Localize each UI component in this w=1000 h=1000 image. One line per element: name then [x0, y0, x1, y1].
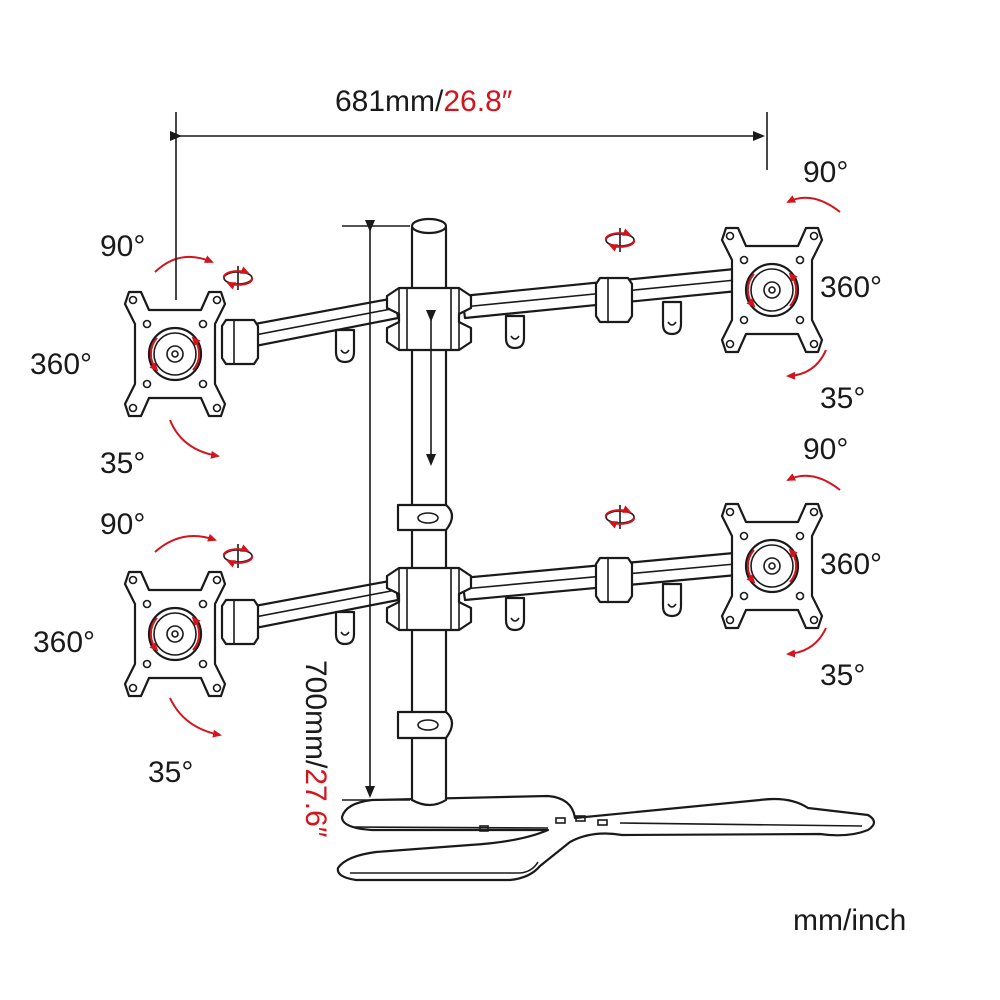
height-mm: 700mm/	[299, 660, 332, 769]
width-dimension-line	[170, 112, 768, 300]
rotate-label-bl: 360°	[33, 626, 96, 659]
tilt-up-label-br: 90°	[803, 433, 849, 466]
tilt-down-label-bl: 35°	[148, 756, 194, 789]
tilt-down-label-br: 35°	[820, 659, 866, 692]
width-dimension-label: 681mm/26.8″	[335, 87, 512, 117]
rotate-label-br: 360°	[820, 548, 883, 581]
vesa-plate-bottom-right	[720, 502, 824, 630]
vesa-plate-top-left	[123, 290, 227, 418]
width-inch: 26.8″	[443, 85, 513, 118]
pole-cable-clip-upper	[396, 503, 454, 532]
height-dimension-line	[342, 220, 410, 801]
tilt-down-label-tr: 35°	[820, 382, 866, 415]
width-mm: 681mm/	[335, 85, 444, 118]
rotate-label-tl: 360°	[30, 348, 93, 381]
lower-arm-assembly	[220, 550, 750, 646]
vesa-plate-bottom-left	[123, 570, 227, 698]
tilt-up-label-tl: 90°	[100, 230, 146, 263]
swivel-arrow-icon	[606, 505, 634, 529]
tilt-up-label-bl: 90°	[100, 508, 146, 541]
tilt-up-label-tr: 90°	[803, 156, 849, 189]
upper-arm-assembly	[220, 266, 750, 366]
rotate-label-tr: 360°	[820, 271, 883, 304]
tilt-down-label-tl: 35°	[100, 447, 146, 480]
stand-base	[336, 794, 876, 882]
swivel-arrow-icon	[606, 228, 634, 252]
height-dimension-label: 700mm/27.6″	[299, 660, 332, 838]
units-note: mm/inch	[793, 904, 907, 937]
vesa-plate-top-right	[720, 226, 824, 354]
tilt-arrow-icon	[154, 195, 841, 738]
pole-cable-clip-lower	[396, 710, 454, 740]
swivel-arrow-icon	[224, 266, 252, 290]
swivel-arrow-icon	[224, 544, 252, 568]
height-inch: 27.6″	[299, 768, 332, 838]
